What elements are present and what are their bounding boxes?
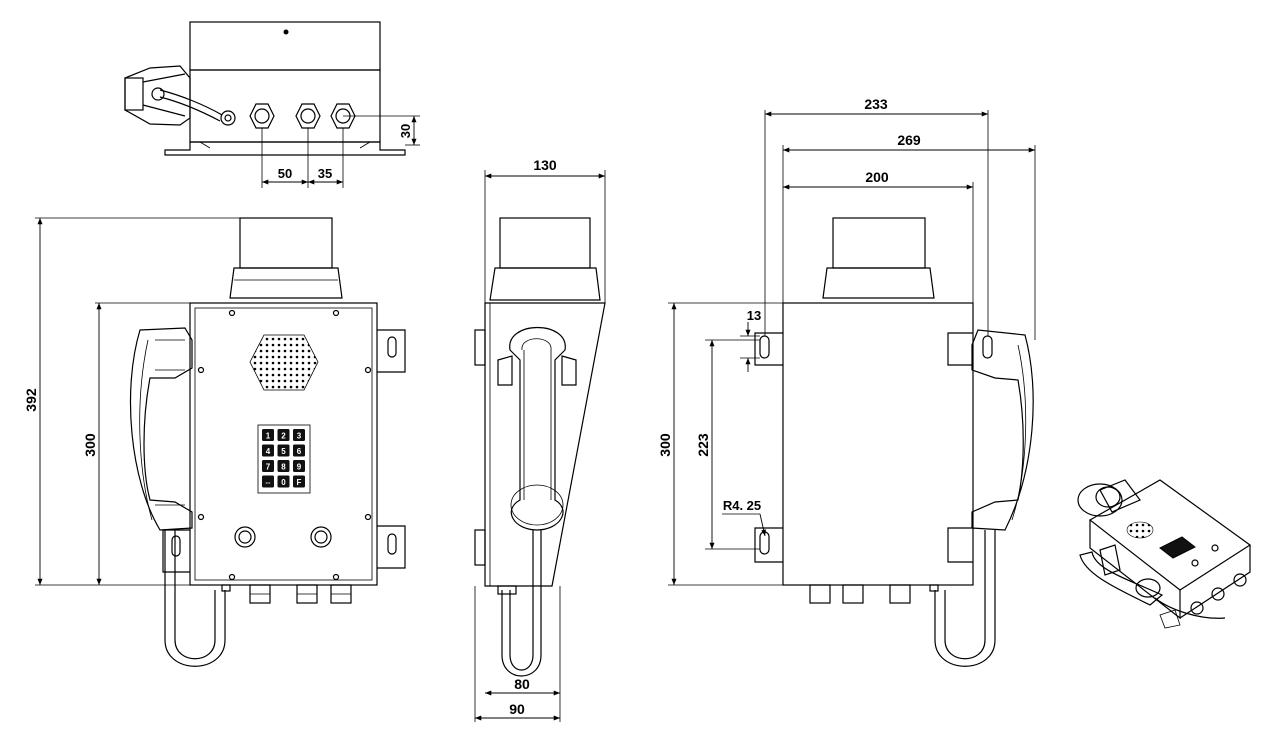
dim-rear-13: 13 [747,308,761,323]
keypad-key-label: 6 [297,447,302,456]
front-view: 1 2 3 4 5 6 7 8 9 ⇔ 0 F 392 300 [23,217,406,667]
dim-rear-300: 300 [657,433,673,457]
keypad-key-label: 3 [297,432,302,441]
dim-rear-200: 200 [865,169,889,185]
keypad-key [277,429,290,441]
keypad-key [262,444,274,457]
dim-top-50: 50 [278,166,292,181]
rear-view: 233 269 200 13 223 300 R4. 25 [657,96,1036,667]
keypad-key-label: 1 [266,432,271,441]
keypad-key-label: 9 [297,463,302,472]
dim-rear-r425: R4. 25 [723,498,761,513]
dim-top-30: 30 [398,124,413,138]
dim-side-130: 130 [533,157,557,173]
keypad-key [277,444,290,457]
keypad-key-label: 8 [281,463,286,472]
dim-392: 392 [23,388,39,412]
keypad-key [293,460,305,472]
keypad-key-label: F [297,478,302,487]
keypad-key [277,475,290,488]
keypad-key-label: 5 [281,447,286,456]
dim-rear-269: 269 [897,132,921,148]
keypad-key-label: ⇔ [264,478,272,487]
keypad-key-label: 4 [266,447,271,456]
keypad-key [293,444,305,457]
top-view: 50 35 30 [124,21,420,188]
dim-top-35: 35 [318,166,332,181]
keypad-key [262,475,274,488]
side-view: 130 80 90 [474,157,606,722]
keypad: 1 2 3 4 5 6 7 8 9 ⇔ 0 F [257,424,311,494]
dim-rear-223: 223 [695,433,711,457]
dim-rear-233: 233 [864,96,888,112]
dim-side-90: 90 [509,701,525,717]
speaker-grille [249,334,319,391]
keypad-key [262,460,274,472]
keypad-key [277,460,290,472]
keypad-key-label: 2 [281,432,286,441]
gland-2 [295,103,321,129]
gland-1 [249,103,275,129]
dim-front-300: 300 [82,433,98,457]
keypad-key-label: 0 [281,478,286,487]
keypad-key-label: 7 [266,463,271,472]
keypad-key [293,429,305,441]
dim-side-80: 80 [514,676,530,692]
isometric-view [1077,479,1252,629]
keypad-key [262,429,274,441]
keypad-key [293,475,305,488]
